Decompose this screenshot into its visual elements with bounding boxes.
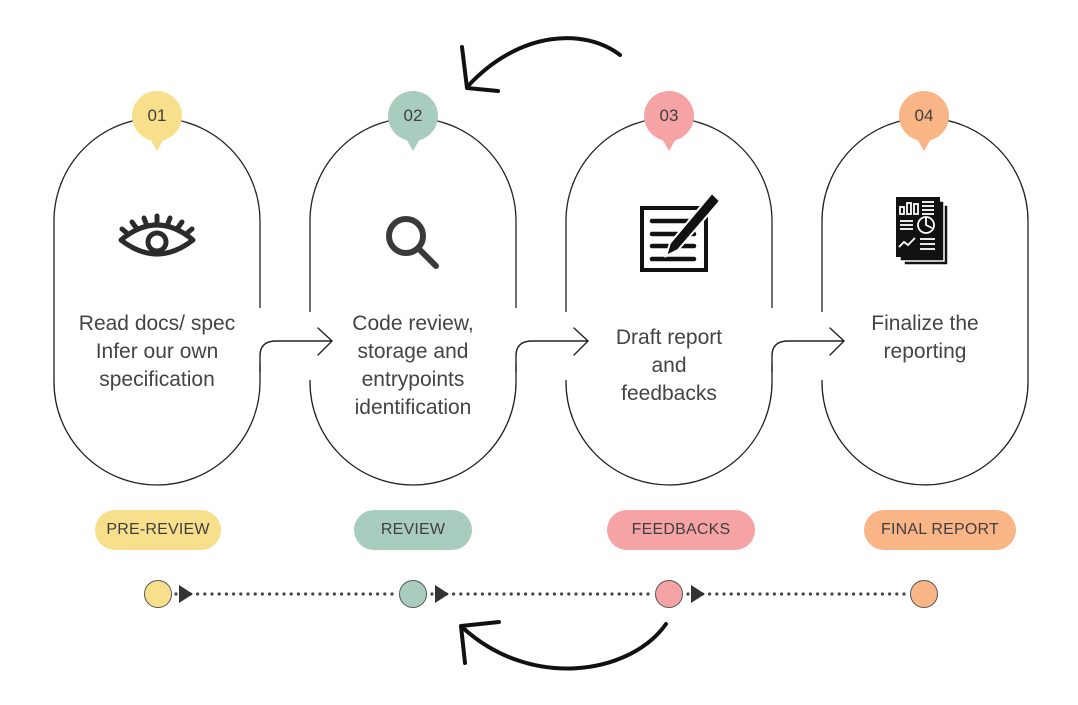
step-1-outline bbox=[53, 117, 261, 486]
step-1-description: Read docs/ spec Infer our own specificat… bbox=[78, 312, 236, 391]
step-3-outline-lower bbox=[565, 365, 773, 486]
search-icon bbox=[386, 216, 439, 269]
timeline-dot-2 bbox=[399, 580, 427, 608]
step-1-number: 01 bbox=[147, 106, 167, 125]
eye-icon bbox=[118, 213, 196, 257]
report-icon bbox=[896, 197, 949, 266]
phase-label-final-report: FINAL REPORT bbox=[864, 510, 1016, 550]
connector-arrow-3-4 bbox=[771, 327, 845, 373]
step-1-number-badge: 01 bbox=[132, 91, 182, 151]
step-4-outline bbox=[821, 117, 1029, 486]
phase-label-feedbacks: FEEDBACKS bbox=[607, 510, 755, 550]
timeline-dot-4 bbox=[910, 580, 938, 608]
step-3-number: 03 bbox=[659, 106, 679, 125]
step-2-number: 02 bbox=[403, 106, 423, 125]
step-3-number-badge: 03 bbox=[644, 91, 694, 151]
timeline-arrowhead-1 bbox=[179, 585, 193, 603]
step-4-description: Finalize the reporting bbox=[871, 312, 979, 363]
document-edit-icon bbox=[640, 191, 722, 272]
step-2-number-badge: 02 bbox=[388, 91, 438, 151]
timeline-arrowhead-3 bbox=[691, 585, 705, 603]
step-4-number: 04 bbox=[914, 106, 934, 125]
review-loop-back-arrow bbox=[460, 36, 622, 93]
timeline-arrowhead-2 bbox=[435, 585, 449, 603]
feedback-loop-back-arrow bbox=[459, 620, 668, 671]
step-4-number-badge: 04 bbox=[899, 91, 949, 151]
connector-arrow-2-3 bbox=[515, 327, 589, 373]
timeline-dot-3 bbox=[655, 580, 683, 608]
phase-label-review: REVIEW bbox=[354, 510, 472, 550]
step-3-description: Draft report and feedbacks bbox=[615, 326, 723, 405]
step-2-outline-lower bbox=[309, 365, 517, 486]
connector-arrow-1-2 bbox=[259, 327, 333, 373]
step-2-description: Code review, storage and entrypoints ide… bbox=[352, 312, 474, 419]
phase-label-pre-review: PRE-REVIEW bbox=[95, 510, 221, 550]
timeline-dot-1 bbox=[144, 580, 172, 608]
